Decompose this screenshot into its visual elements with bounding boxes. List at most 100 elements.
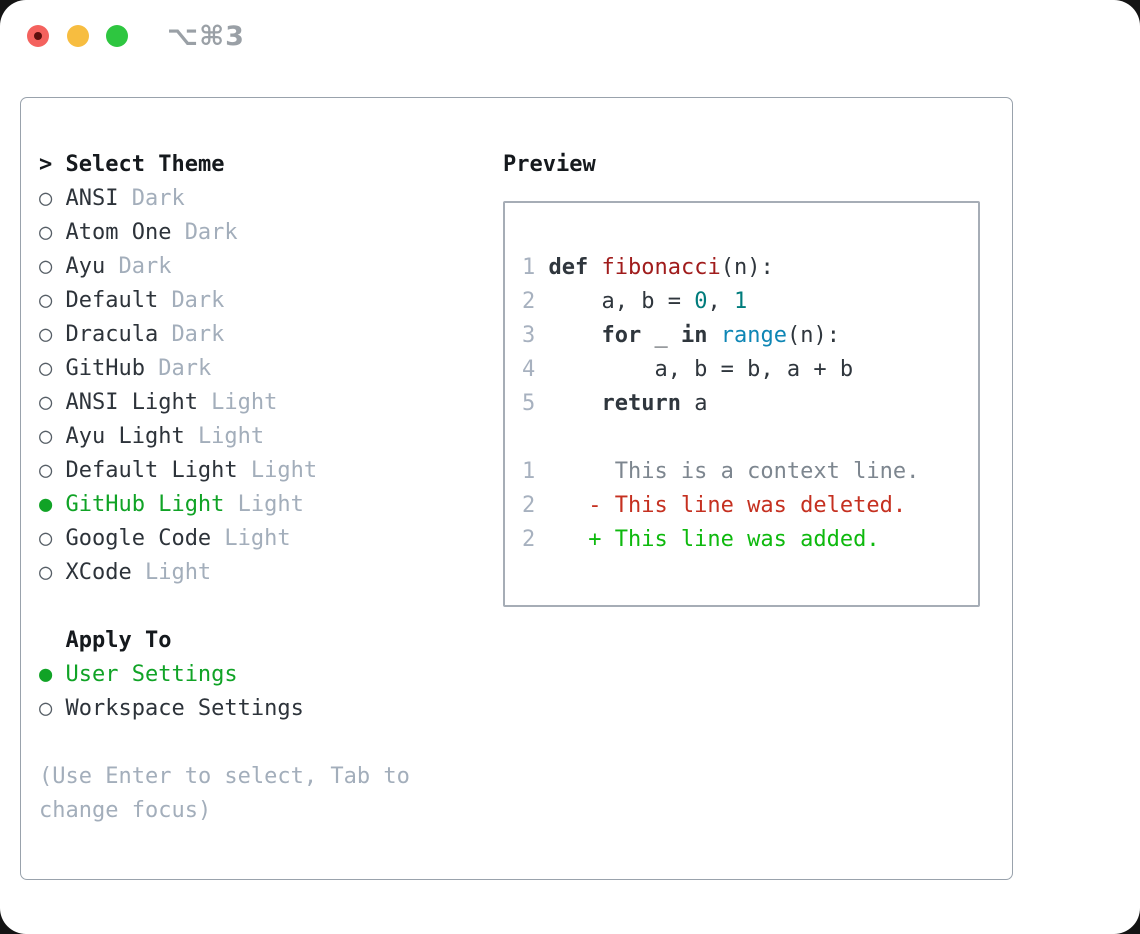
apply-target-name: Workspace Settings bbox=[65, 696, 304, 721]
radio-unselected-icon: ○ bbox=[39, 526, 53, 551]
select-theme-title: Select Theme bbox=[65, 152, 225, 177]
radio-unselected-icon: ○ bbox=[39, 424, 53, 449]
theme-variant: Dark bbox=[171, 322, 225, 347]
apply-to-title: Apply To bbox=[65, 628, 172, 653]
code-token: for bbox=[601, 323, 642, 348]
theme-option-atom-one[interactable]: ○ Atom One Dark bbox=[39, 216, 410, 250]
radio-unselected-icon: ○ bbox=[39, 560, 53, 585]
theme-variant: Light bbox=[144, 560, 212, 585]
diff-text: - This line was deleted. bbox=[548, 493, 907, 518]
select-theme-header: > Select Theme bbox=[39, 148, 410, 182]
theme-name: Atom One bbox=[65, 220, 172, 245]
spacer bbox=[39, 726, 410, 760]
help-text: (Use Enter to select, Tab to change focu… bbox=[39, 760, 410, 828]
code-text: return a bbox=[548, 391, 707, 416]
line-number: 2 bbox=[522, 493, 536, 518]
code-token bbox=[548, 391, 601, 416]
radio-selected-icon: ● bbox=[39, 492, 53, 517]
theme-option-xcode[interactable]: ○ XCode Light bbox=[39, 556, 410, 590]
close-button[interactable] bbox=[27, 25, 49, 47]
preview-header: Preview bbox=[503, 148, 980, 182]
code-token bbox=[588, 255, 601, 280]
radio-unselected-icon: ○ bbox=[39, 390, 53, 415]
spacer bbox=[522, 421, 978, 455]
theme-option-github[interactable]: ○ GitHub Dark bbox=[39, 352, 410, 386]
diff-line-addition: 2 + This line was added. bbox=[522, 523, 978, 557]
help-line-2: change focus) bbox=[39, 798, 212, 823]
code-token: a, b = bbox=[548, 289, 695, 314]
help-line-1: (Use Enter to select, Tab to bbox=[39, 764, 410, 789]
spacer bbox=[39, 590, 410, 624]
window-shortcut-label: ⌥⌘3 bbox=[167, 21, 245, 52]
theme-option-ayu-light[interactable]: ○ Ayu Light Light bbox=[39, 420, 410, 454]
apply-option-workspace-settings[interactable]: ○ Workspace Settings bbox=[39, 692, 410, 726]
code-token: a, b = b, a + b bbox=[548, 357, 854, 382]
theme-name: Default Light bbox=[65, 458, 238, 483]
maximize-button[interactable] bbox=[106, 25, 128, 47]
code-text: for _ in range(n): bbox=[548, 323, 839, 348]
line-number: 1 bbox=[522, 255, 536, 280]
code-token: (n): bbox=[786, 323, 840, 348]
preview-title: Preview bbox=[503, 152, 596, 177]
minimize-button[interactable] bbox=[67, 25, 89, 47]
theme-variant: Light bbox=[211, 390, 278, 415]
code-line: 3 for _ in range(n): bbox=[522, 319, 978, 353]
code-token: , bbox=[707, 289, 734, 314]
line-number: 3 bbox=[522, 323, 536, 348]
line-number: 2 bbox=[522, 527, 536, 552]
theme-name: Dracula bbox=[65, 322, 159, 347]
code-token: return bbox=[601, 391, 681, 416]
theme-variant: Dark bbox=[118, 254, 172, 279]
theme-option-ansi-light[interactable]: ○ ANSI Light Light bbox=[39, 386, 410, 420]
code-token: _ bbox=[641, 323, 681, 348]
code-token: range bbox=[720, 323, 787, 348]
theme-option-default-light[interactable]: ○ Default Light Light bbox=[39, 454, 410, 488]
diff-line-context: 1 This is a context line. bbox=[522, 455, 978, 489]
apply-list: ●User Settings ○ Workspace Settings bbox=[39, 658, 410, 726]
theme-variant: Dark bbox=[158, 356, 212, 381]
theme-variant: Light bbox=[224, 526, 291, 551]
diff-text: This is a context line. bbox=[548, 459, 920, 484]
radio-unselected-icon: ○ bbox=[39, 220, 53, 245]
code-token: (n): bbox=[720, 255, 774, 280]
code-token: fibonacci bbox=[601, 255, 721, 280]
prompt-icon: > bbox=[39, 152, 53, 177]
line-number: 5 bbox=[522, 391, 536, 416]
diff-line-deletion: 2 - This line was deleted. bbox=[522, 489, 978, 523]
apply-option-user-settings[interactable]: ●User Settings bbox=[39, 658, 410, 692]
theme-variant: Light bbox=[197, 424, 265, 449]
radio-unselected-icon: ○ bbox=[39, 458, 53, 483]
theme-name: GitHub bbox=[65, 356, 145, 381]
code-text: a, b = 0, 1 bbox=[548, 289, 747, 314]
code-line: 5 return a bbox=[522, 387, 978, 421]
theme-name: Ayu Light bbox=[65, 424, 185, 449]
theme-name: XCode bbox=[65, 560, 132, 585]
radio-selected-icon: ● bbox=[39, 662, 53, 687]
close-dot-icon bbox=[34, 32, 42, 40]
line-number: 2 bbox=[522, 289, 536, 314]
theme-variant: Dark bbox=[184, 220, 238, 245]
theme-name: Default bbox=[65, 288, 159, 313]
radio-unselected-icon: ○ bbox=[39, 696, 53, 721]
code-token: a bbox=[680, 391, 708, 416]
code-text: a, b = b, a + b bbox=[548, 357, 853, 382]
code-token bbox=[707, 323, 720, 348]
code-line: 4 a, b = b, a + b bbox=[522, 353, 978, 387]
theme-name: ANSI Light bbox=[65, 390, 198, 415]
theme-variant: Light bbox=[250, 458, 318, 483]
radio-unselected-icon: ○ bbox=[39, 356, 53, 381]
code-token: in bbox=[680, 323, 708, 348]
theme-name: GitHub Light bbox=[65, 492, 225, 517]
line-number: 1 bbox=[522, 459, 536, 484]
